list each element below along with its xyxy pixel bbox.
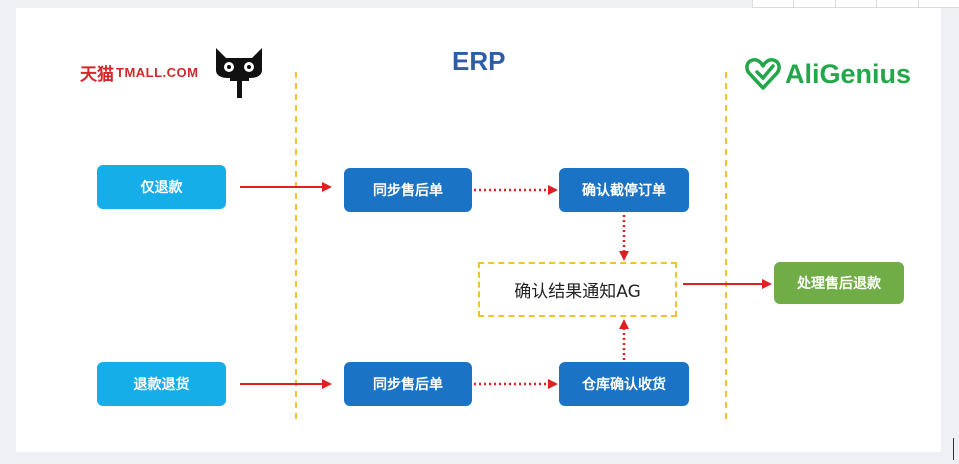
- warehouse-confirm-box: 仓库确认收货: [559, 362, 689, 406]
- tmall-logo-en: TMALL.COM: [116, 65, 199, 80]
- sync-after-sale-box-bottom: 同步售后单: [344, 362, 472, 406]
- sync-after-sale-box-top: 同步售后单: [344, 168, 472, 212]
- background-grid-strip: [752, 0, 959, 8]
- tmall-logo-cn: 天猫: [80, 65, 114, 85]
- confirm-intercept-box: 确认截停订单: [559, 168, 689, 212]
- tmall-logo: 天猫 TMALL.COM: [80, 60, 198, 85]
- aligenius-logo: AliGenius: [745, 58, 911, 90]
- tmall-cat-icon: [216, 48, 262, 98]
- process-refund-box: 处理售后退款: [774, 262, 904, 304]
- aligenius-heart-icon: [745, 58, 781, 90]
- confirm-result-notify-box: 确认结果通知AG: [478, 262, 677, 317]
- aligenius-logo-text: AliGenius: [785, 58, 912, 89]
- erp-title: ERP: [452, 46, 506, 76]
- return-refund-box: 退款退货: [97, 362, 226, 406]
- text-cursor-mark: [953, 438, 954, 460]
- refund-only-box: 仅退款: [97, 165, 226, 209]
